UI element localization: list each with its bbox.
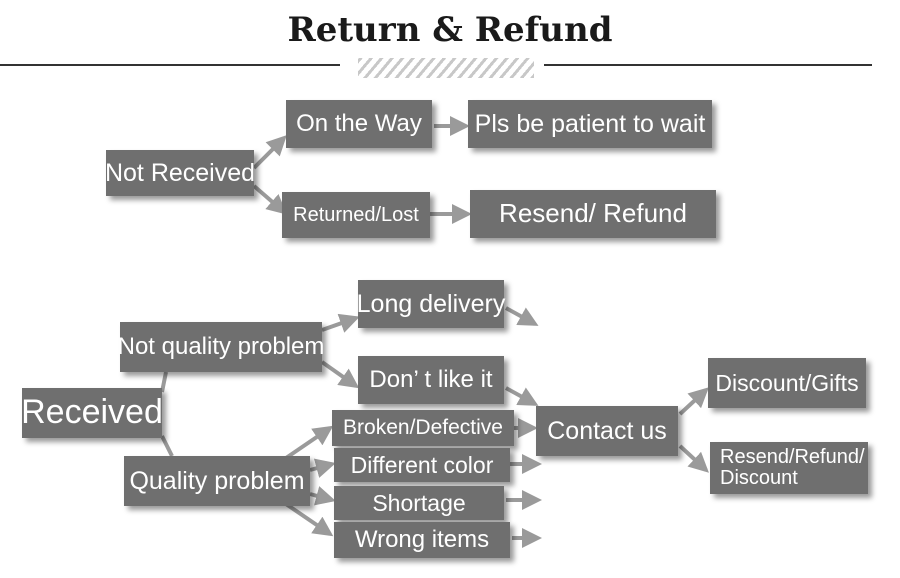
arrow-quality-broken bbox=[284, 425, 334, 460]
node-received: Received bbox=[21, 388, 163, 438]
node-broken-defective: Broken/Defective bbox=[332, 410, 514, 446]
arrow-long-more bbox=[505, 306, 539, 326]
arrow-contact-resend bbox=[678, 444, 709, 473]
arrow-notreceived-returned bbox=[252, 184, 288, 215]
node-resend-refund: Resend/ Refund bbox=[470, 190, 716, 238]
link-received-notquality bbox=[160, 371, 168, 393]
arrow-notquality-long bbox=[321, 313, 360, 333]
arrow-notquality-dontlike bbox=[320, 360, 360, 389]
arrow-dontlike-contact bbox=[505, 386, 539, 406]
arrow-quality-color bbox=[309, 458, 336, 478]
node-long-delivery: Long delivery bbox=[357, 280, 505, 328]
node-wrong-items: Wrong items bbox=[334, 522, 510, 558]
node-shortage: Shortage bbox=[334, 486, 504, 520]
node-returned-lost: Returned/Lost bbox=[282, 192, 430, 238]
title-divider-right bbox=[544, 64, 872, 66]
arrow-quality-wrong bbox=[284, 502, 334, 537]
page-title: Return & Refund bbox=[287, 10, 613, 50]
link-received-quality bbox=[160, 435, 174, 457]
node-different-color: Different color bbox=[334, 448, 510, 482]
node-not-received: Not Received bbox=[105, 150, 255, 196]
arrow-notreceived-ontheway bbox=[252, 135, 287, 170]
arrow-quality-shortage bbox=[309, 486, 336, 506]
node-not-quality-problem: Not quality problem bbox=[118, 322, 324, 372]
node-on-the-way: On the Way bbox=[286, 100, 432, 148]
node-dont-like-it: Don’ t like it bbox=[358, 356, 504, 404]
node-contact-us: Contact us bbox=[536, 406, 678, 456]
arrow-contact-discount bbox=[678, 387, 709, 416]
node-discount-gifts: Discount/Gifts bbox=[708, 358, 866, 408]
node-quality-problem: Quality problem bbox=[124, 456, 310, 506]
title-hatch-decoration bbox=[358, 58, 534, 78]
node-pls-wait: Pls be patient to wait bbox=[468, 100, 712, 148]
title-divider-left bbox=[0, 64, 340, 66]
node-resend-refund-discount: Resend/Refund/ Discount bbox=[710, 442, 868, 494]
